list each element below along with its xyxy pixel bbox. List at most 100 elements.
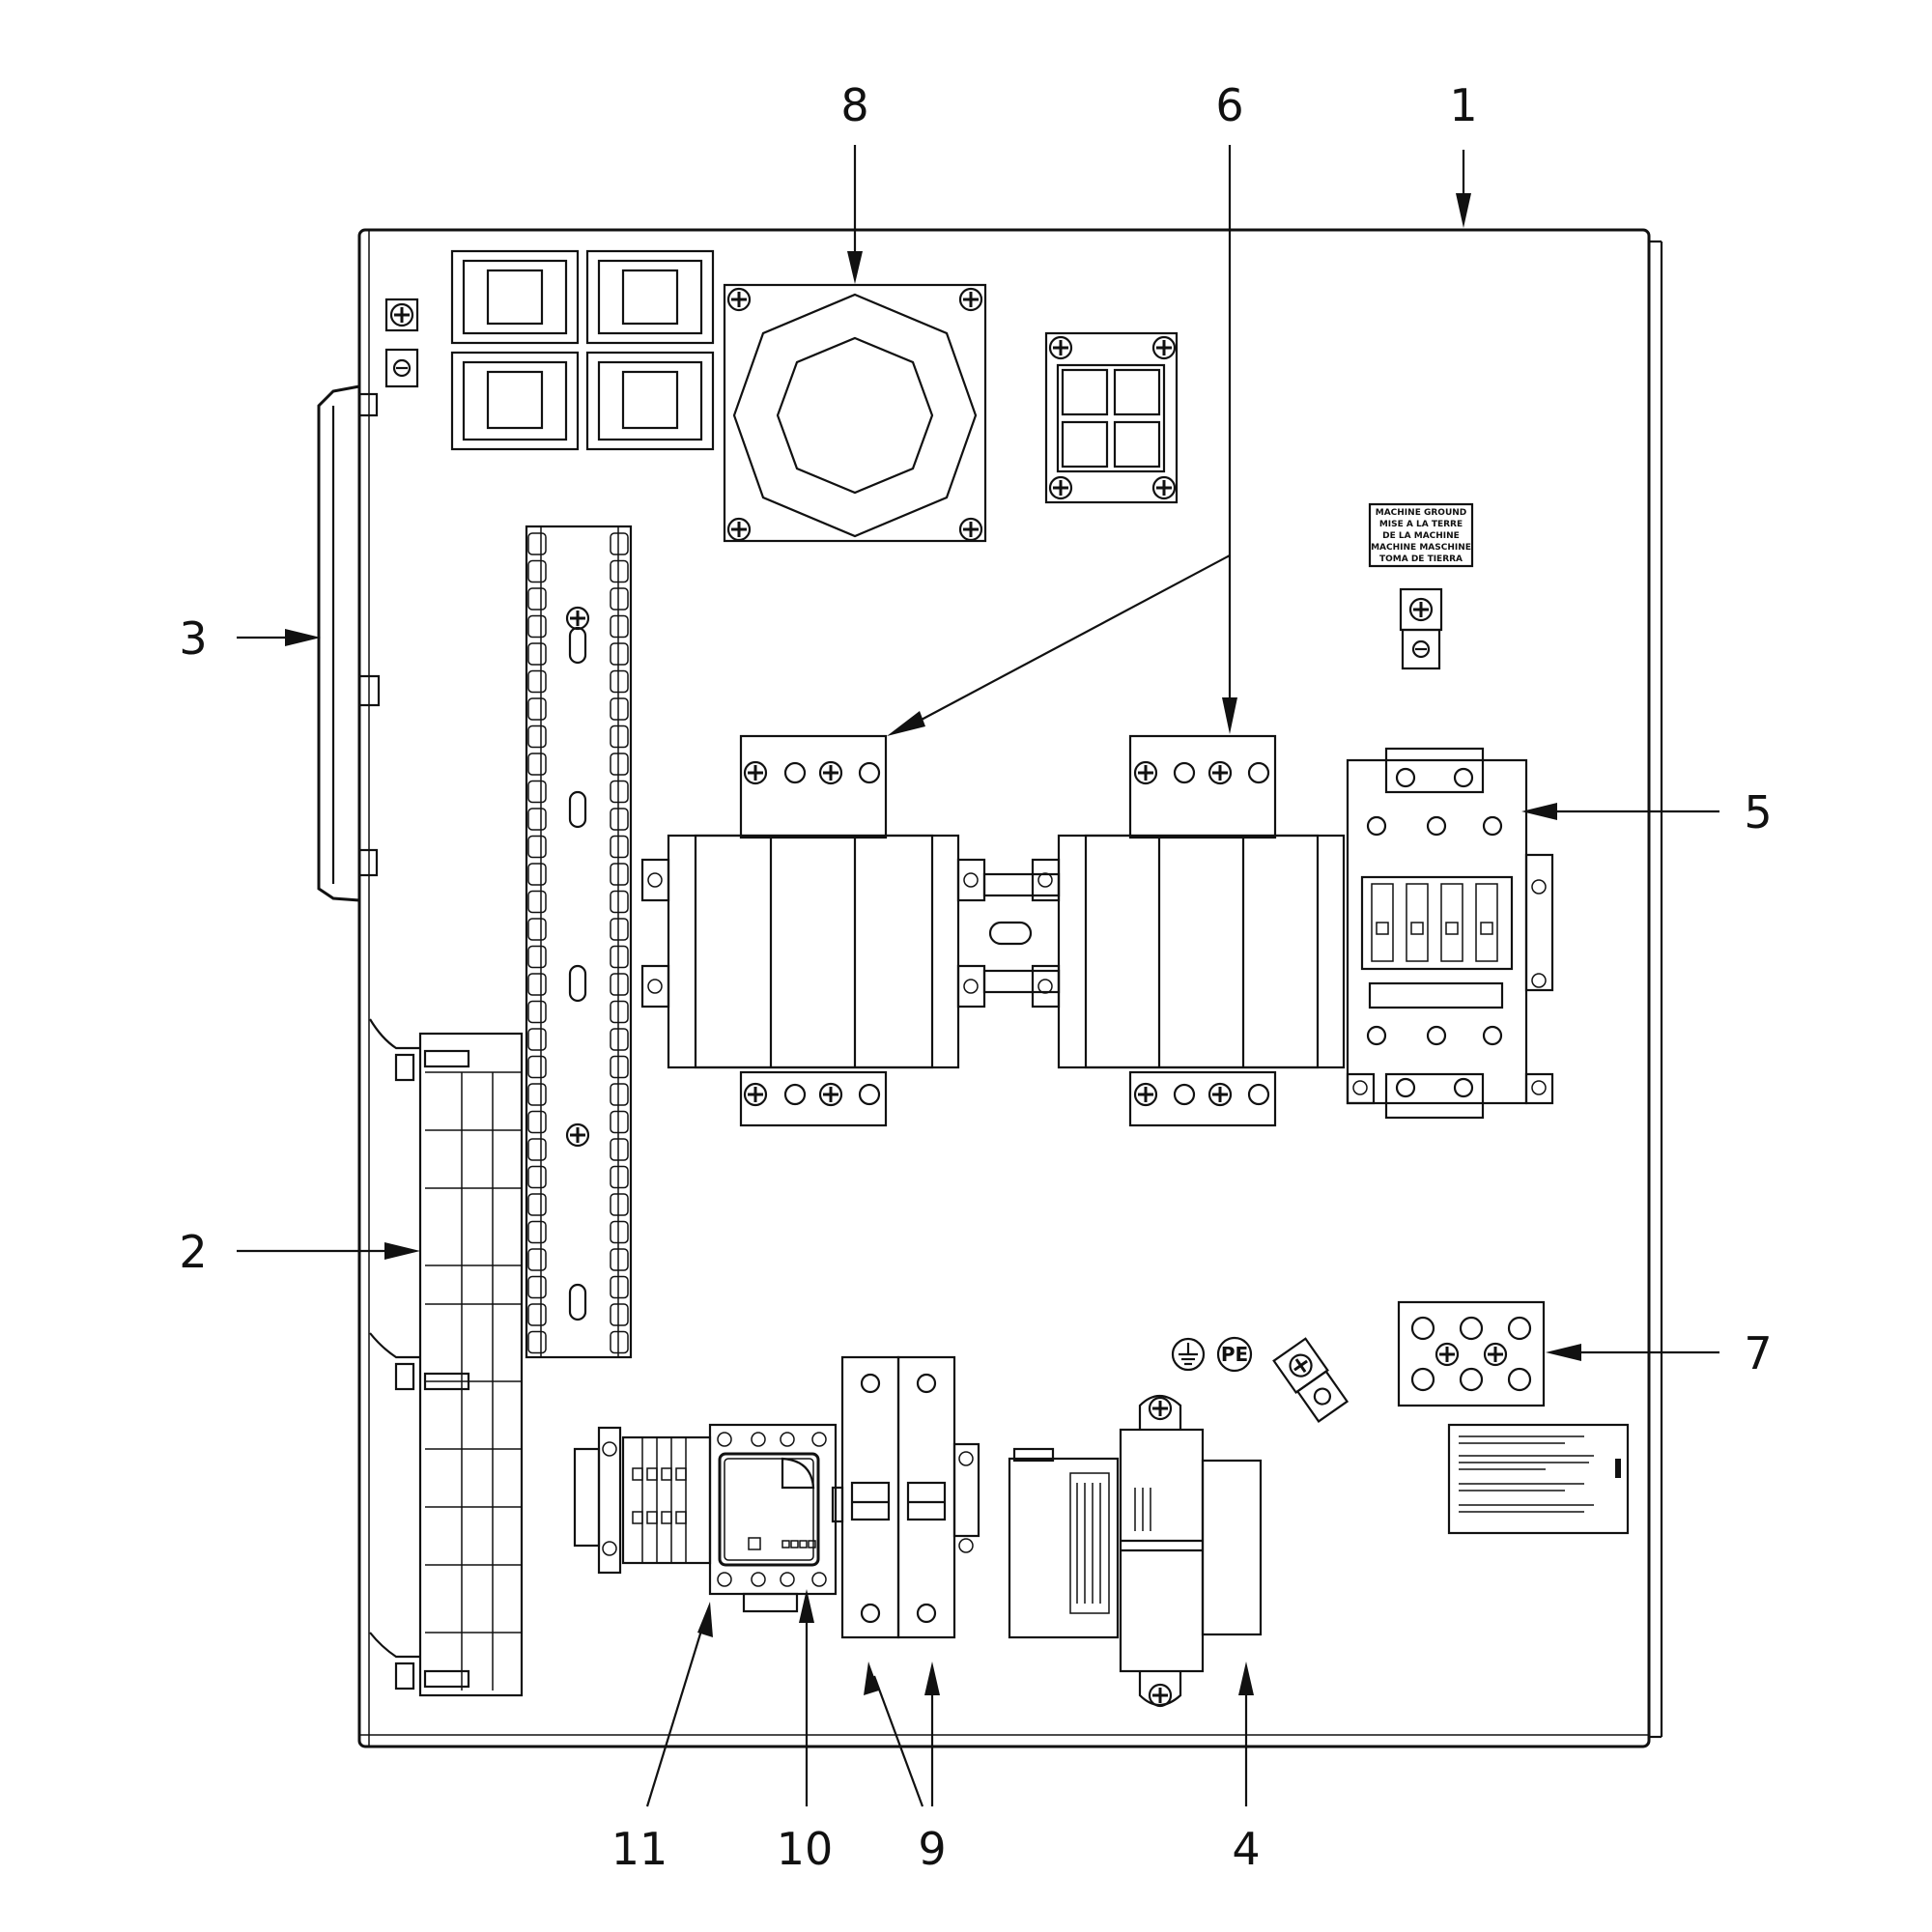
callout-3: 3 xyxy=(179,612,207,665)
terminal-strip-slot xyxy=(568,964,587,1003)
top-left-terminal xyxy=(384,298,419,388)
fuse-holder xyxy=(369,1018,524,1697)
terminal-left-cell xyxy=(527,532,547,555)
screw-icon xyxy=(565,606,590,631)
terminal-left-cell xyxy=(527,697,547,721)
leader-lines xyxy=(237,145,1719,1807)
terminal-right-cell xyxy=(610,780,629,804)
terminal-right-cell xyxy=(610,835,629,859)
terminal-right-cell xyxy=(610,808,629,831)
arrow-icon xyxy=(697,1602,713,1637)
transformer-right xyxy=(1031,734,1346,1127)
terminal-right-cell xyxy=(610,945,629,969)
arrow-icon xyxy=(799,1589,814,1623)
terminal-left-cell xyxy=(527,587,547,611)
terminal-right-cell xyxy=(610,753,629,776)
ground-label-line-2: MISE A LA TERRE xyxy=(1379,520,1463,529)
terminal-right-cell xyxy=(610,1055,629,1079)
terminal-left-cell xyxy=(527,1220,547,1244)
callout-4: 4 xyxy=(1232,1823,1260,1875)
terminal-right-cell xyxy=(610,973,629,996)
terminal-right-cell xyxy=(610,669,629,694)
terminal-left-cell xyxy=(527,1000,547,1024)
arrow-icon xyxy=(924,1662,940,1695)
terminal-right-cell xyxy=(610,1193,629,1216)
callout-8: 8 xyxy=(840,79,868,131)
terminal-left-cell xyxy=(527,753,547,776)
callout-10: 10 xyxy=(777,1823,834,1875)
terminal-right-cell xyxy=(610,1000,629,1024)
contactor xyxy=(1346,747,1554,1120)
screw-icon xyxy=(565,1122,590,1148)
circuit-breakers xyxy=(831,1355,980,1639)
callout-5: 5 xyxy=(1744,786,1772,838)
terminal-right-cell xyxy=(610,642,629,666)
terminal-right-cell xyxy=(610,1110,629,1134)
terminal-left-cell xyxy=(527,1248,547,1271)
ground-label-line-3: DE LA MACHINE xyxy=(1382,531,1460,541)
terminal-left-cell xyxy=(527,780,547,804)
terminal-left-cell xyxy=(527,559,547,583)
terminal-right-cell xyxy=(610,587,629,611)
terminal-left-cell xyxy=(527,1138,547,1161)
terminal-right-cell xyxy=(610,1220,629,1244)
terminal-left-cell xyxy=(527,973,547,996)
terminal-strip xyxy=(525,525,633,1359)
arrow-icon xyxy=(1222,697,1237,734)
ground-terminal-block xyxy=(1397,1300,1546,1407)
machine-ground-lug xyxy=(1399,587,1443,670)
terminal-left-cell xyxy=(527,669,547,694)
arrow-icon xyxy=(1546,1344,1581,1361)
terminal-left-cell xyxy=(527,1303,547,1326)
terminal-left-cell xyxy=(527,1028,547,1051)
terminal-left-cell xyxy=(527,808,547,831)
ground-label-line-4: MACHINE MASCHINE xyxy=(1371,543,1471,553)
terminal-right-cell xyxy=(610,1330,629,1354)
ground-label-line-1: MACHINE GROUND xyxy=(1376,508,1467,518)
terminal-right-cell xyxy=(610,1248,629,1271)
main-disconnect xyxy=(723,283,987,543)
terminal-right-cell xyxy=(610,1028,629,1051)
machine-ground-label: MACHINE GROUND MISE A LA TERRE DE LA MAC… xyxy=(1368,502,1474,568)
callout-1: 1 xyxy=(1449,79,1477,131)
arrow-icon xyxy=(1456,193,1471,228)
pe-text: PE xyxy=(1221,1343,1248,1366)
callout-11: 11 xyxy=(611,1823,668,1875)
transformer-left xyxy=(640,734,986,1127)
terminal-left-cell xyxy=(527,642,547,666)
arrow-icon xyxy=(1521,803,1557,820)
terminal-strip-slot xyxy=(568,626,587,665)
small-switch-block xyxy=(1044,331,1179,504)
terminal-left-cell xyxy=(527,614,547,639)
terminal-right-cell xyxy=(610,614,629,639)
enclosure-panel xyxy=(357,228,1663,1748)
terminal-left-cell xyxy=(527,1083,547,1106)
terminal-left-cell xyxy=(527,918,547,941)
terminal-right-cell xyxy=(610,697,629,721)
arrow-icon xyxy=(847,251,863,284)
ground-symbol-icon xyxy=(1171,1337,1206,1372)
terminal-left-cell xyxy=(527,1165,547,1189)
terminal-right-cell xyxy=(610,918,629,941)
terminal-right-cell xyxy=(610,1165,629,1189)
ground-label-line-5: TOMA DE TIERRA xyxy=(1379,554,1463,564)
callout-6: 6 xyxy=(1215,79,1243,131)
pe-ground-lug xyxy=(1272,1337,1350,1423)
terminal-right-cell xyxy=(610,532,629,555)
terminal-right-cell xyxy=(610,863,629,886)
terminal-right-cell xyxy=(610,1083,629,1106)
terminal-right-cell xyxy=(610,559,629,583)
terminal-right-cell xyxy=(610,890,629,914)
callout-7: 7 xyxy=(1744,1327,1772,1379)
terminal-left-cell xyxy=(527,863,547,886)
arrow-icon xyxy=(1238,1662,1254,1695)
callout-numbers: 1 2 3 4 5 6 7 8 9 10 11 xyxy=(179,79,1772,1875)
terminal-left-cell xyxy=(527,1055,547,1079)
terminal-left-cell xyxy=(527,1275,547,1299)
terminal-strip-slot xyxy=(568,1283,587,1321)
terminal-right-cell xyxy=(610,1303,629,1326)
callout-9: 9 xyxy=(918,1823,946,1875)
arrow-icon xyxy=(864,1662,879,1695)
pe-marker: PE xyxy=(1216,1336,1253,1373)
